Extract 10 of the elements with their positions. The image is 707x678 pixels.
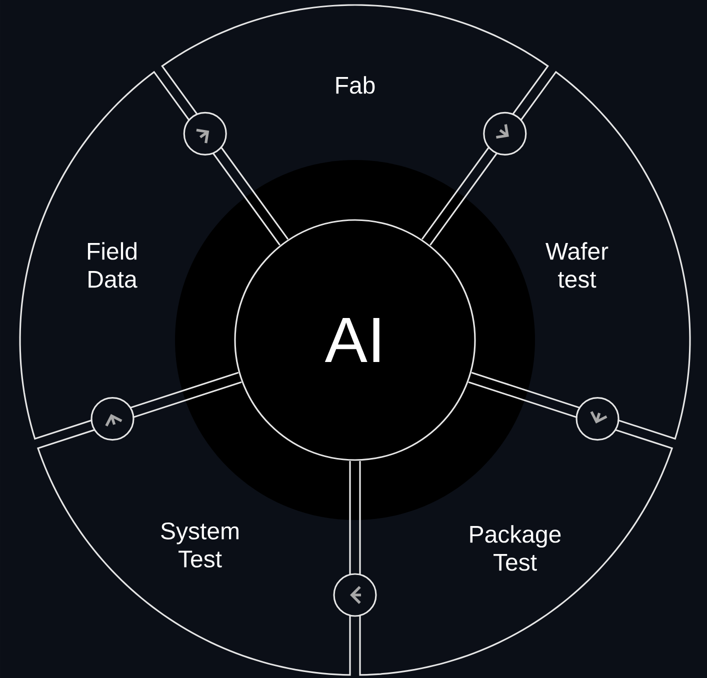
ring-sector: Fab	[161, 4, 549, 240]
ring-sector: Field Data	[19, 70, 280, 440]
chevron-connector	[183, 112, 227, 156]
chevron-connector	[483, 112, 527, 156]
ring-sector: System Test	[36, 381, 351, 676]
ring-sector: Package Test	[359, 381, 674, 676]
chevron-connector	[576, 397, 620, 441]
chevron-connector	[90, 397, 134, 441]
chevron-connector	[333, 573, 377, 617]
ring-sector: Wafer test	[430, 70, 691, 440]
